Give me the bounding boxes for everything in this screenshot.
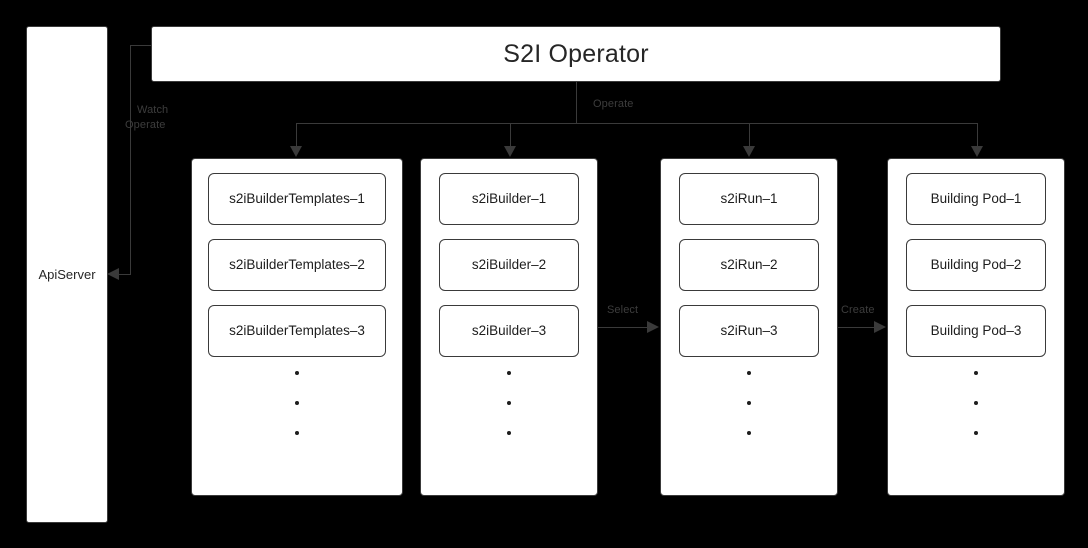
apiserver-label: ApiServer	[38, 267, 96, 282]
operate-drop-col3	[749, 123, 750, 147]
card-s2irun-2[interactable]: s2iRun–2	[679, 239, 819, 291]
card-s2irun-3[interactable]: s2iRun–3	[679, 305, 819, 357]
select-edge-line	[598, 327, 648, 328]
ellipsis-dot	[974, 371, 978, 375]
column-s2ibuildertemplates[interactable]: s2iBuilderTemplates–1 s2iBuilderTemplate…	[191, 158, 403, 496]
card-building-pod-2[interactable]: Building Pod–2	[906, 239, 1046, 291]
operate-arrow-col1	[290, 146, 302, 157]
ellipsis-dot	[974, 431, 978, 435]
card-s2ibuildertemplates-1[interactable]: s2iBuilderTemplates–1	[208, 173, 386, 225]
operate-drop-col4	[977, 123, 978, 147]
s2i-operator-label: S2I Operator	[503, 39, 649, 68]
watch-edge-arrowhead	[107, 268, 119, 280]
card-building-pod-1[interactable]: Building Pod–1	[906, 173, 1046, 225]
operate-bus-drop	[576, 82, 577, 124]
operate-arrow-col3	[743, 146, 755, 157]
ellipsis-dot	[507, 401, 511, 405]
apiserver-box[interactable]: ApiServer	[26, 26, 108, 523]
watch-edge-bottom-segment	[118, 274, 131, 275]
ellipsis-dot	[507, 371, 511, 375]
ellipsis-dot	[974, 401, 978, 405]
card-s2ibuildertemplates-3[interactable]: s2iBuilderTemplates–3	[208, 305, 386, 357]
ellipsis-dot	[295, 371, 299, 375]
s2i-operator-box[interactable]: S2I Operator	[151, 26, 1001, 82]
card-building-pod-3[interactable]: Building Pod–3	[906, 305, 1046, 357]
card-s2ibuilder-1[interactable]: s2iBuilder–1	[439, 173, 579, 225]
card-s2irun-1[interactable]: s2iRun–1	[679, 173, 819, 225]
card-s2ibuildertemplates-2[interactable]: s2iBuilderTemplates–2	[208, 239, 386, 291]
operate-edge-label: Operate	[593, 98, 634, 110]
column-s2ibuilder[interactable]: s2iBuilder–1 s2iBuilder–2 s2iBuilder–3	[420, 158, 598, 496]
ellipsis-s2ibuildertemplates	[192, 371, 402, 435]
ellipsis-dot	[747, 431, 751, 435]
watch-edge-vertical-segment	[130, 45, 131, 274]
column-s2irun[interactable]: s2iRun–1 s2iRun–2 s2iRun–3	[660, 158, 838, 496]
select-edge-label: Select	[607, 304, 639, 316]
select-edge-arrowhead	[647, 321, 659, 333]
ellipsis-dot	[507, 431, 511, 435]
create-edge-line	[838, 327, 875, 328]
ellipsis-s2irun	[661, 371, 837, 435]
operate-drop-col2	[510, 123, 511, 147]
column-building-pod[interactable]: Building Pod–1 Building Pod–2 Building P…	[887, 158, 1065, 496]
operate-arrow-col4	[971, 146, 983, 157]
card-s2ibuilder-3[interactable]: s2iBuilder–3	[439, 305, 579, 357]
watch-edge-label-line1: Watch	[137, 104, 169, 116]
watch-edge-top-segment	[130, 45, 152, 46]
card-s2ibuilder-2[interactable]: s2iBuilder–2	[439, 239, 579, 291]
ellipsis-s2ibuilder	[421, 371, 597, 435]
ellipsis-dot	[747, 401, 751, 405]
operate-arrow-col2	[504, 146, 516, 157]
create-edge-arrowhead	[874, 321, 886, 333]
ellipsis-dot	[747, 371, 751, 375]
ellipsis-dot	[295, 431, 299, 435]
ellipsis-dot	[295, 401, 299, 405]
create-edge-label: Create	[841, 304, 875, 316]
operate-bus-horizontal	[296, 123, 977, 124]
ellipsis-building-pod	[888, 371, 1064, 435]
watch-edge-label-line2: Operate	[125, 119, 166, 131]
operate-drop-col1	[296, 123, 297, 147]
